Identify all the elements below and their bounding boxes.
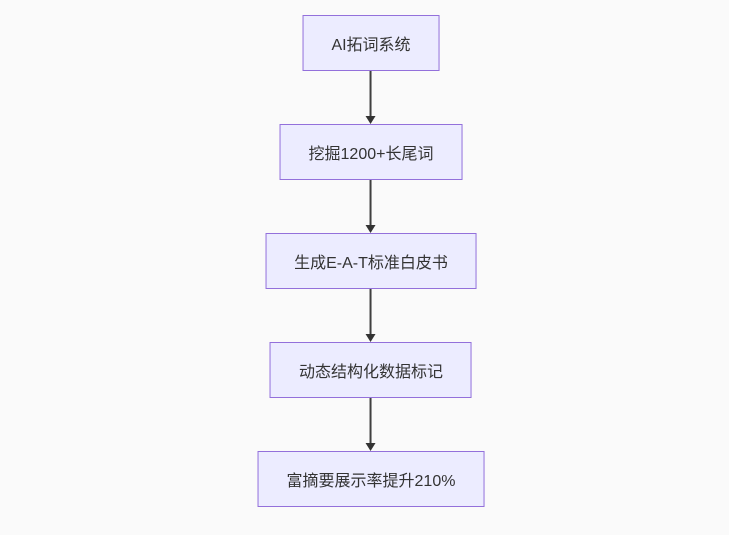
flow-node-label: 动态结构化数据标记 [298,364,443,381]
flow-arrow-3 [366,289,376,342]
arrow-line [370,398,372,443]
arrow-head-icon [366,225,376,233]
flow-node-label: AI拓词系统 [331,37,411,54]
flow-node-ai-word-system: AI拓词系统 [302,15,440,71]
flowchart: AI拓词系统 挖掘1200+长尾词 生成E-A-T标准白皮书 动态结构化数据标记… [257,15,485,507]
flow-node-label: 富摘要展示率提升210% [286,473,456,490]
flow-arrow-4 [366,398,376,451]
flow-arrow-1 [366,71,376,124]
flow-node-label: 生成E-A-T标准白皮书 [294,255,448,272]
flow-node-label: 挖掘1200+长尾词 [308,146,434,163]
arrow-line [370,71,372,116]
arrow-line [370,289,372,334]
arrow-head-icon [366,443,376,451]
arrow-line [370,180,372,225]
flow-node-longtail-mining: 挖掘1200+长尾词 [279,124,463,180]
flow-arrow-2 [366,180,376,233]
arrow-head-icon [366,334,376,342]
flow-node-eat-whitepaper: 生成E-A-T标准白皮书 [265,233,477,289]
flow-node-rich-snippet-result: 富摘要展示率提升210% [257,451,485,507]
arrow-head-icon [366,116,376,124]
flow-node-structured-data: 动态结构化数据标记 [269,342,472,398]
